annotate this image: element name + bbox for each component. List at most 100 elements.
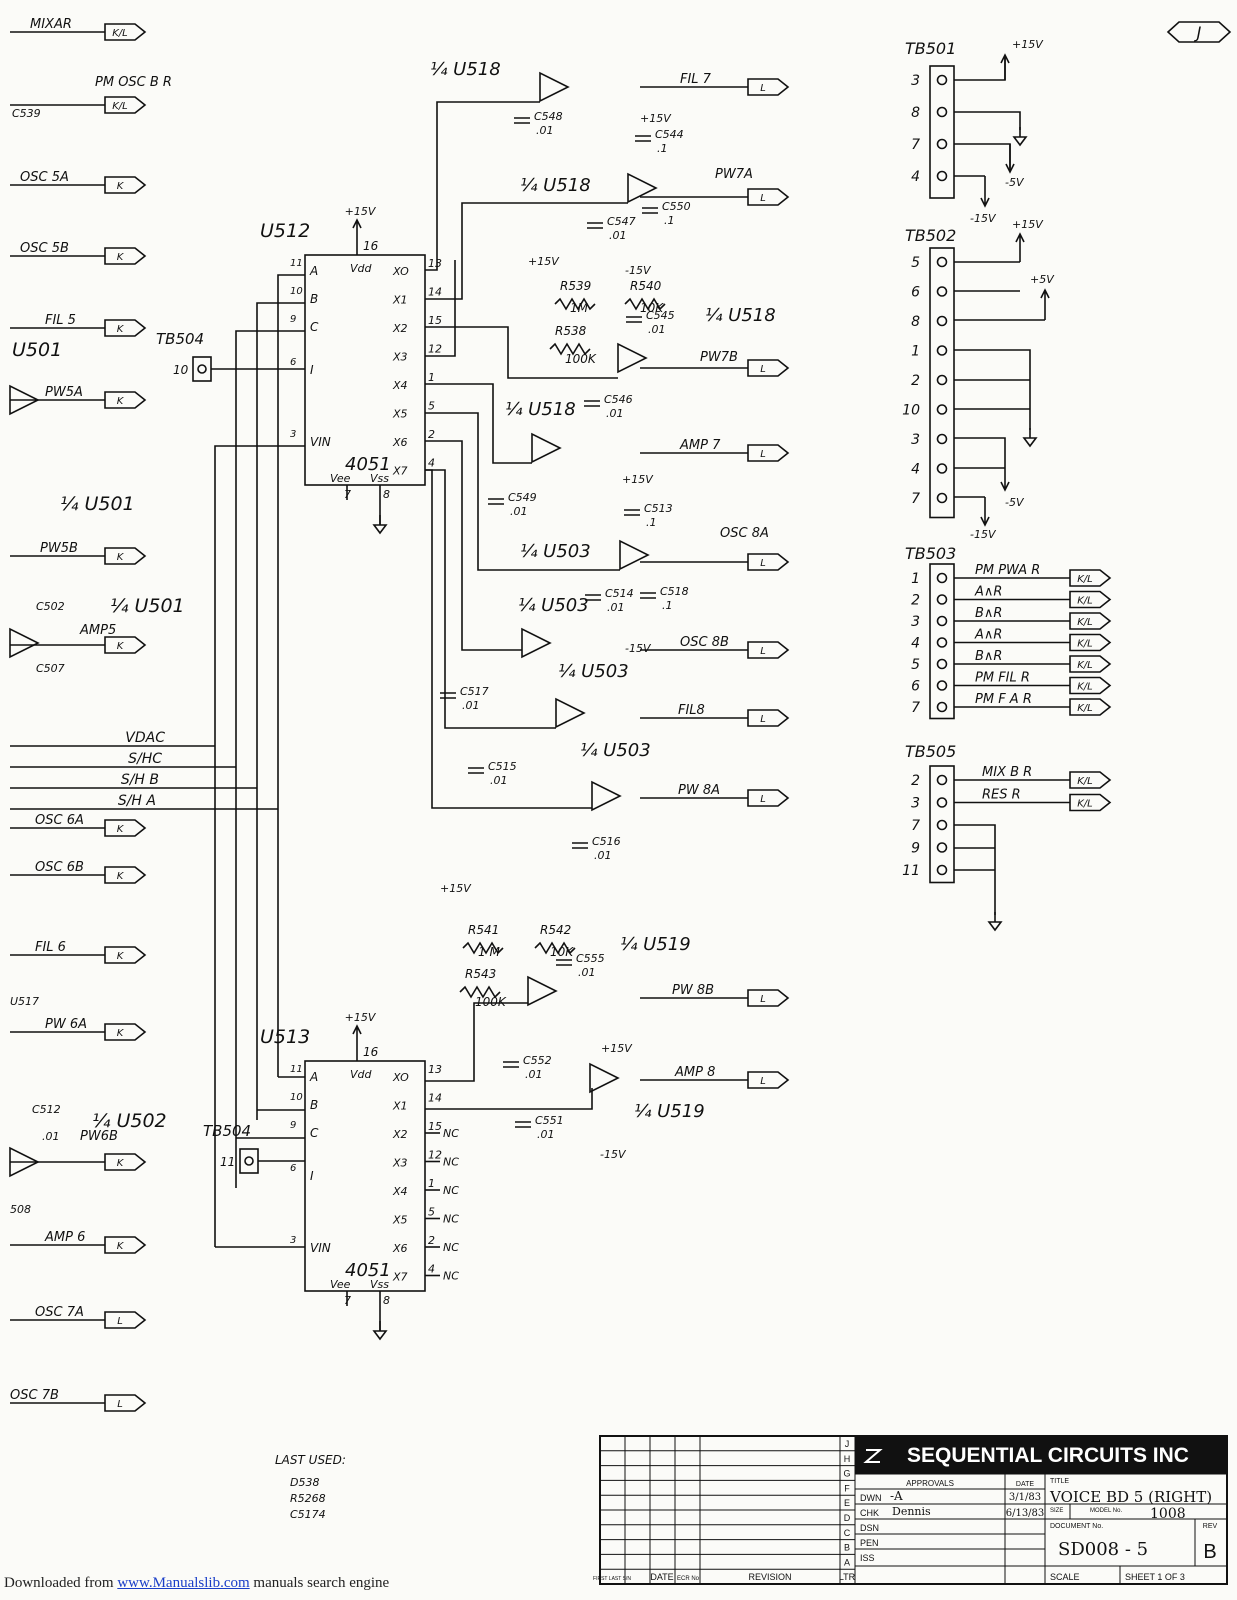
mux1-pin-num-right: 14 [428,286,442,299]
tb503-pin-hole [936,615,948,627]
mux1-pin-num-left: 11 [290,258,303,269]
left-signal-connector [104,247,147,265]
tb502-pin-hole [936,463,948,474]
tb503-connector-label: K/L [1077,660,1093,671]
tb501-pin-hole [936,74,948,86]
left-part-label: ¼ U501 [110,595,185,617]
tb503-pin-num: 1 [911,571,920,587]
capacitor-value: .01 [525,1068,543,1081]
capacitor-ref: C555 [576,952,605,965]
left-part-label: U501 [12,339,62,361]
x5-wire [425,412,620,571]
nc-label: NC [443,1270,459,1283]
manualslib-link[interactable]: www.Manualslib.com [117,1575,250,1591]
capacitor-value: .01 [609,229,627,242]
tb503-connector [1069,633,1112,652]
mux1-pin-num-right: 2 [428,428,435,441]
mux1-pin-num-right: 1 [428,371,435,384]
output-connector-label: L [760,794,766,805]
left-signal-label: OSC 5B [20,241,69,256]
tb502-block [929,247,955,519]
left-signal-connector [104,319,147,337]
x2-wire [425,326,618,379]
left-signal-connector-label: K [117,181,125,192]
tb503-signal: PM FIL R [975,671,1030,686]
capacitor-symbol [514,117,530,124]
mux2-ref: U513 [260,1026,310,1048]
mux1-pin-left: A [309,264,318,278]
left-part-label: ¼ U502 [92,1110,167,1132]
opamp-u501 [9,384,40,416]
mux2-pin-left: I [310,1169,314,1183]
mux2-pin-num-right: 2 [428,1234,435,1247]
mux-c-wire [235,330,305,1188]
mux1-pin-num-left: 3 [290,429,296,440]
supply-arrow [1000,470,1010,492]
output-label: OSC 8A [720,526,769,541]
mux2-vdd-pin: 16 [363,1045,379,1059]
tb502-pin-num: 1 [911,344,920,360]
tb505-pin-num: 9 [911,841,920,857]
tb502-pin-hole [936,345,948,356]
vin-wire [214,445,305,1247]
rev-letter: J [845,1439,850,1449]
output-connector-label: L [760,449,766,460]
supply-label: +15V [640,112,672,125]
approval-row-label: PEN [860,1538,879,1548]
mux1-pin-right: X7 [392,465,408,478]
approvals-header: APPROVALS [906,1479,954,1488]
output-connector [747,553,790,571]
approval-row-label: ISS [860,1553,875,1563]
left-signal-connector-label: K [117,252,125,263]
bus-label: VDAC [125,730,165,746]
mux1-supply: +15V [345,205,377,218]
left-signal-label: AMP 6 [44,1230,85,1245]
ground-symbol [1022,428,1038,448]
capacitor-value: .1 [662,599,673,612]
tb503-connector-label: K/L [1077,596,1093,607]
opamp-label: ¼ U503 [580,740,651,761]
rev-header: REV [1203,1523,1218,1530]
tb503-connector-label: K/L [1077,703,1093,714]
left-signal-connector-label: L [117,1399,123,1410]
mux2-vdd: Vdd [350,1068,373,1081]
output-connector-label: L [760,646,766,657]
mux2-supply: +15V [345,1011,377,1024]
rev-letter: E [844,1498,850,1508]
mux1-vss-pin: 8 [383,488,390,501]
title-block: SEQUENTIAL CIRCUITS INC JHGFEDCBALTRFIRS… [593,1435,1228,1585]
mux1-tb504-hole [197,364,207,374]
nc-label: NC [443,1127,459,1140]
tb501-pin-num: 8 [911,105,920,121]
output-connector [747,1071,790,1089]
supply-arrow [352,1024,362,1061]
mux2-chip-name: 4051 [345,1260,391,1281]
tb503-pin-hole [936,658,948,670]
opamp-6 [555,697,586,729]
mux1-vdd: Vdd [350,262,373,275]
tb505-pin-num: 3 [911,796,920,812]
mux1-pin-num-left: 10 [290,286,303,297]
last-used-capacitor: C5174 [290,1508,326,1521]
capacitor-value: .1 [657,142,668,155]
output-connector-label: L [760,994,766,1005]
left-signal-label: OSC 6A [35,813,84,828]
tb503-pin-num: 5 [911,657,920,673]
output-connector [747,78,790,96]
capacitor-value: .01 [490,774,508,787]
rev-col: ECR No [677,1576,700,1582]
nc-label: NC [443,1184,459,1197]
mux1-pin-num-left: 9 [290,314,296,325]
output-connector-label: L [760,83,766,94]
tb503-pin-num: 7 [911,700,920,716]
output-connector-label: L [760,1076,766,1087]
output-connector-label: L [760,714,766,725]
left-signal-connector [104,1023,147,1041]
x1-wire [425,202,628,300]
left-part-label: 508 [10,1203,31,1216]
mux2-pin-right: X6 [392,1242,408,1255]
left-signal-connector [104,23,147,41]
tb502-pin-hole [936,315,948,327]
supply-arrow [1000,53,1010,80]
left-signal-connector [104,866,147,884]
